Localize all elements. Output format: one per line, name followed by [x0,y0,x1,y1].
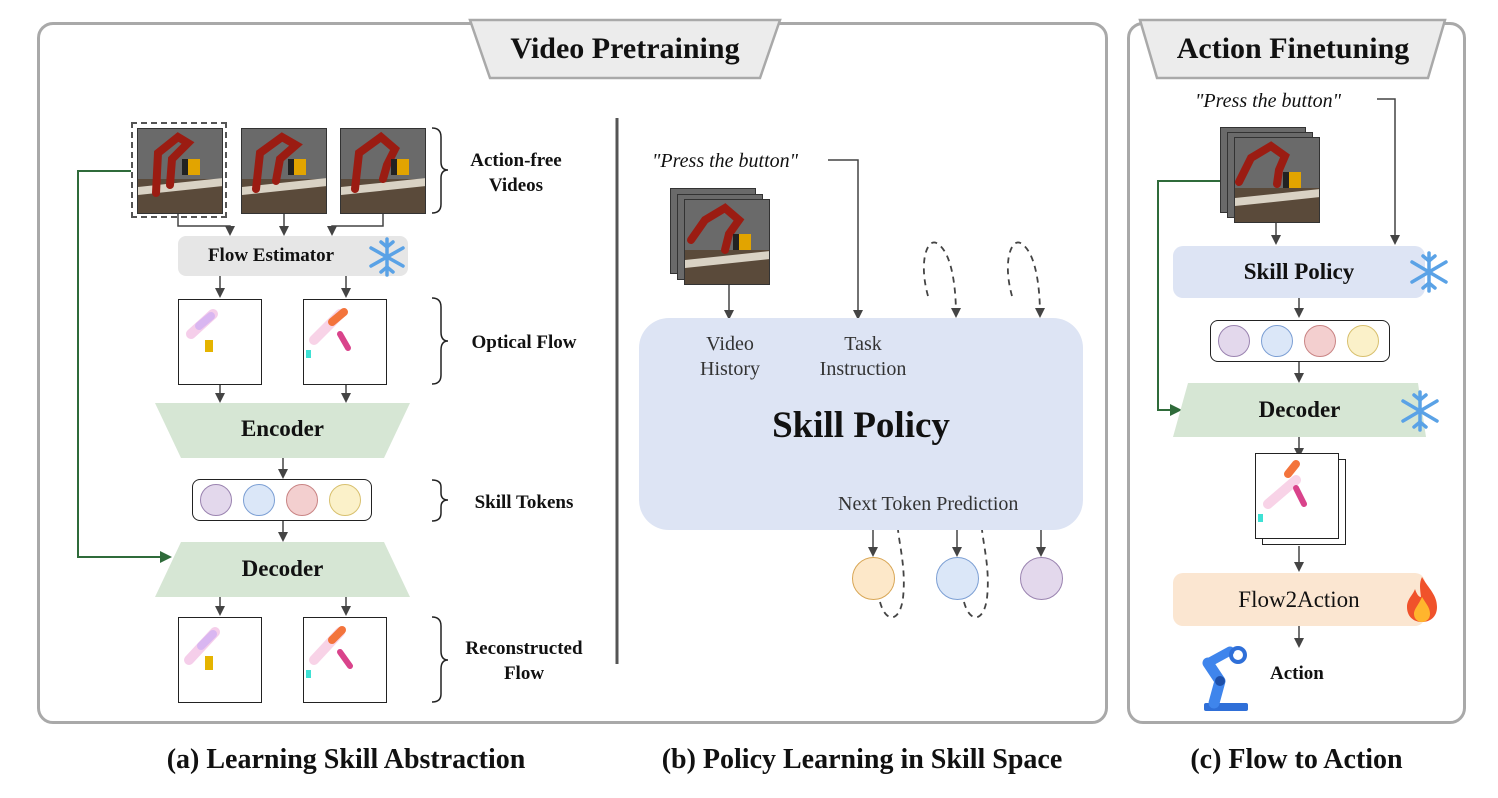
snowflake-icon [1398,389,1442,433]
snowflake-icon [1407,250,1451,294]
brace-reconstructed [431,616,449,703]
action-finetuning-tab-shape [1138,18,1447,80]
caption-c: (c) Flow to Action [1190,744,1403,775]
brace-skill-tokens [431,479,449,522]
decoder-label-a: Decoder [241,556,324,581]
skill-token-purple [1218,325,1250,357]
optical-flow-image-2 [303,299,387,385]
next-token-prediction-label: Next Token Prediction [838,493,1019,515]
skill-policy-main-box [639,318,1083,530]
action-finetuning-title: Action Finetuning [1176,32,1410,65]
reconstructed-flow-image-2 [303,617,387,703]
flow-estimator-box: Flow Estimator [178,236,408,276]
video-pretraining-tab-shape [468,18,782,80]
video-frame-2 [241,128,327,214]
skill-policy-label-c: Skill Policy [1243,259,1355,284]
skill-policy-title: Skill Policy [772,405,950,446]
decoder-shape-a [155,542,410,597]
skill-token-red [1304,325,1336,357]
caption-b: (b) Policy Learning in Skill Space [661,744,1063,775]
skill-token-yellow [329,484,361,516]
predicted-token-blue [936,557,979,600]
predicted-token-purple [1020,557,1063,600]
flow2action-label: Flow2Action [1238,586,1360,612]
flow-estimator-label: Flow Estimator [207,245,335,266]
decoder-label-c: Decoder [1258,397,1341,422]
optical-flow-image-1 [178,299,262,385]
c-frame-front [1234,137,1320,223]
instruction-text-b: "Press the button" [652,150,799,172]
instruction-text-c: "Press the button" [1195,90,1342,112]
fire-icon [1403,575,1441,623]
robot-arm-icon [1198,645,1258,711]
brace-optical-flow [431,297,449,385]
encoder-label: Encoder [240,416,325,441]
history-frame-front [684,199,770,285]
predicted-token-yellow [852,557,895,600]
selected-frame-border [131,122,227,218]
skill-tokens-container-c [1210,320,1390,362]
action-label: Action [1270,663,1324,684]
optical-flow-label: Optical Flow [471,332,577,353]
video-frame-3 [340,128,426,214]
reconstructed-flow-image-1 [178,617,262,703]
snowflake-icon [366,236,408,278]
skill-token-blue [243,484,275,516]
video-pretraining-title: Video Pretraining [510,32,740,65]
skill-policy-box-c: Skill Policy [1173,246,1425,298]
skill-token-yellow [1347,325,1379,357]
skill-token-red [286,484,318,516]
video-frame-1 [137,128,223,214]
brace-videos [431,127,449,214]
caption-a: (a) Learning Skill Abstraction [166,744,526,775]
decoder-shape-c [1173,383,1426,437]
decoded-flow-front [1255,453,1339,539]
skill-tokens-label: Skill Tokens [474,492,574,513]
skill-token-purple [200,484,232,516]
skill-tokens-container [192,479,372,521]
skill-token-blue [1261,325,1293,357]
encoder-shape [155,403,410,458]
flow2action-box: Flow2Action [1173,573,1425,626]
